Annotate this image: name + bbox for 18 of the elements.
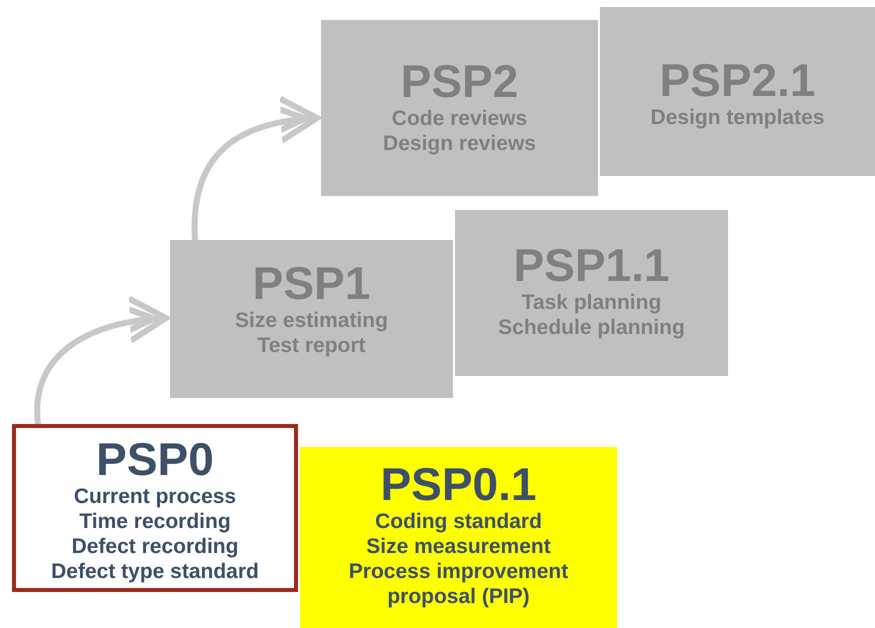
stage-title: PSP1.1 xyxy=(514,240,670,290)
stage-items: Size estimating Test report xyxy=(234,308,389,358)
stage-box xyxy=(300,447,617,628)
stage-items: Design templates xyxy=(650,105,824,130)
stage-title: PSP2.1 xyxy=(660,55,816,105)
stage-title: PSP2 xyxy=(400,56,518,106)
stage-items: Coding standard Size measurement Process improvement proposal (PIP) xyxy=(348,509,570,609)
stage-items: Current process Time recording Defect recording Defect type standard xyxy=(50,484,260,584)
stage-title: PSP0 xyxy=(96,434,214,484)
stage-items: Task planning Schedule planning xyxy=(497,290,686,340)
stage-box xyxy=(321,20,598,196)
stage-box xyxy=(170,240,453,398)
stage-box xyxy=(600,7,875,176)
stage-box xyxy=(12,424,298,592)
stage-items: Code reviews Design reviews xyxy=(382,106,537,156)
stage-title: PSP1 xyxy=(252,258,370,308)
stage-title: PSP0.1 xyxy=(380,459,536,509)
stage-box xyxy=(455,210,728,376)
